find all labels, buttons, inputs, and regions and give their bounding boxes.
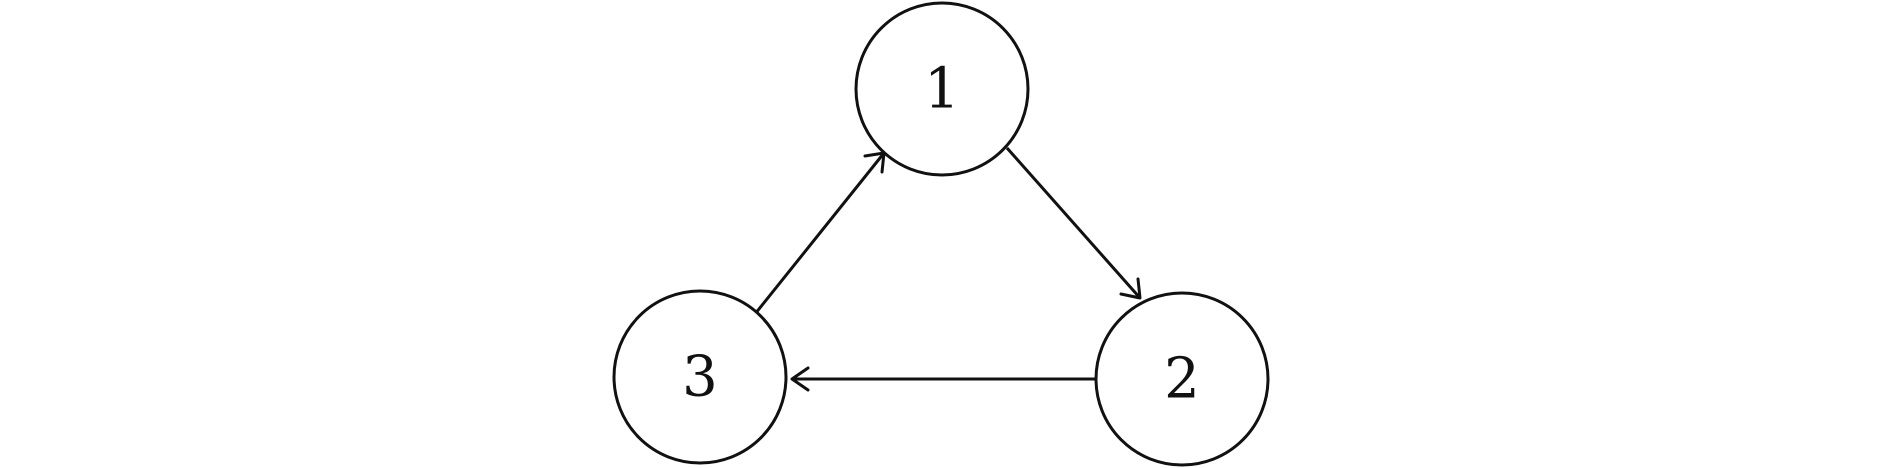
node-1: 1 xyxy=(854,1,1030,177)
edge-line xyxy=(1005,147,1142,299)
node-label: 3 xyxy=(682,345,718,410)
node-label: 2 xyxy=(1164,347,1200,412)
node-circle xyxy=(1094,291,1270,467)
node-3: 3 xyxy=(612,289,788,465)
arrow-head xyxy=(1119,277,1142,300)
node-circle xyxy=(612,289,788,465)
edge-3-to-1 xyxy=(753,151,886,315)
node-label: 1 xyxy=(924,57,960,122)
edge-2-to-3 xyxy=(790,366,1096,392)
edge-1-to-2 xyxy=(1005,147,1142,300)
node-2: 2 xyxy=(1094,291,1270,467)
arrow-head xyxy=(790,366,810,392)
edge-line xyxy=(753,152,886,315)
node-circle xyxy=(854,1,1030,177)
